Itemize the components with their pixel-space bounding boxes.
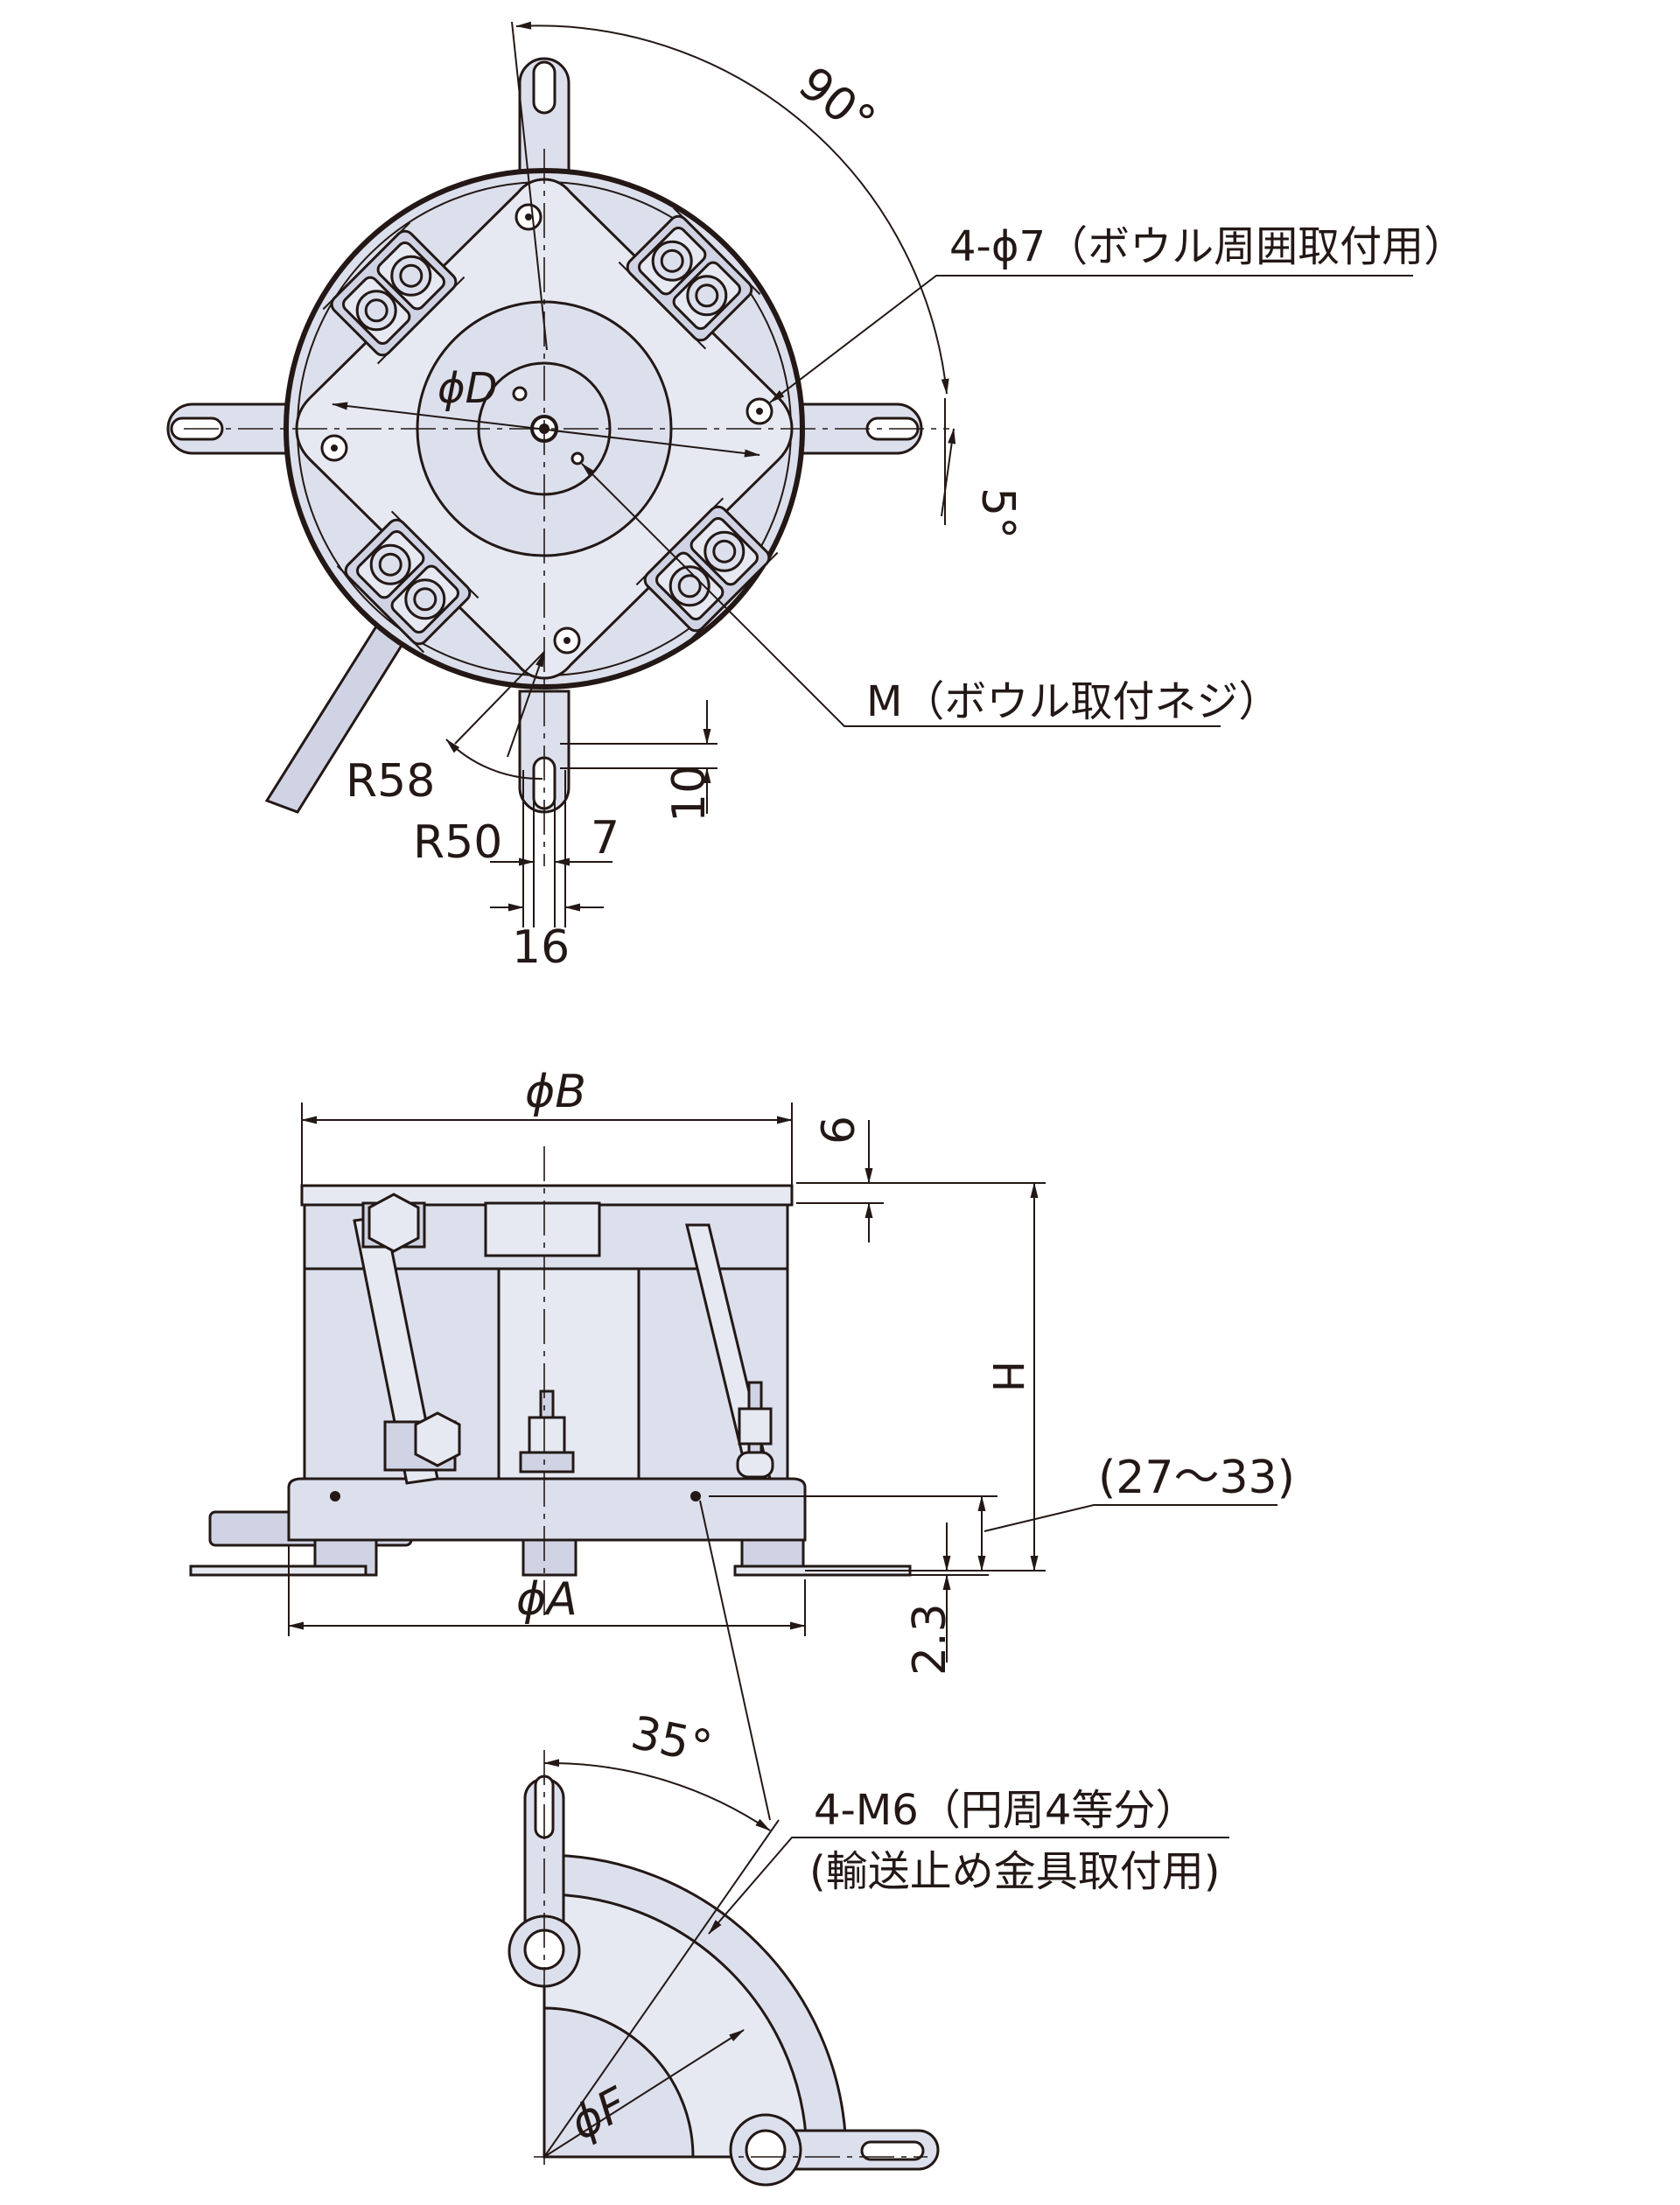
dim-2-3-label: 2.3 (904, 1603, 956, 1676)
stud-center (519, 1390, 575, 1474)
dim-9-label: 9 (809, 1116, 862, 1144)
angle-90-label: 90° (788, 57, 885, 148)
top-view: ϕD 90° 5° 4-ϕ7（ボウル周囲取付用） M（ボウル取付ネジ） R58 … (166, 21, 1466, 974)
r58-label: R58 (346, 755, 435, 808)
phi-f-dimension (543, 2029, 745, 2158)
range-label: (27～33) (1098, 1452, 1295, 1504)
tap-callout-line2: (輸送止め金具取付用) (809, 1847, 1220, 1896)
partial-view: 35° 4-M6（円周4等分） (輸送止め金具取付用) ϕF (508, 1706, 1229, 2187)
thread-callout: M（ボウル取付ネジ） (866, 677, 1280, 726)
hole-callout-leader (769, 275, 1413, 403)
dim-10-label: 10 (663, 765, 716, 822)
rubber-pad-left (189, 1564, 368, 1577)
angle-35-label: 35° (626, 1706, 717, 1774)
h-label: H (983, 1361, 1032, 1392)
stud-right (736, 1381, 774, 1479)
angle-35-arc (543, 1759, 771, 1831)
partial-lug-right (729, 2113, 940, 2187)
phi-d-dimension (332, 402, 760, 458)
r50-label: R50 (413, 816, 502, 869)
angle-90-arc (515, 21, 949, 395)
tap-callout-leader (708, 1837, 1229, 1935)
dim-16-label: 16 (512, 921, 570, 974)
phi-b-label: ϕB (525, 1066, 586, 1118)
thread-callout-leader (581, 463, 1221, 727)
bolt-top-left (361, 1193, 426, 1253)
hole-callout: 4-ϕ7（ボウル周囲取付用） (949, 222, 1466, 271)
phi-d-label: ϕD (438, 364, 498, 413)
side-base (287, 1477, 807, 1542)
thread-hole (570, 452, 584, 466)
foot-center (522, 1534, 578, 1577)
tap-callout-line1: 4-M6（円周4等分） (814, 1786, 1197, 1835)
bolt-bottom-left (383, 1411, 461, 1472)
phi-a-label: ϕA (516, 1573, 578, 1626)
angle-5-label: 5° (971, 487, 1024, 539)
dim-7-label: 7 (591, 812, 620, 864)
side-view: ϕB 9 H (27～33) 2.3 ϕA (189, 1066, 1295, 1821)
